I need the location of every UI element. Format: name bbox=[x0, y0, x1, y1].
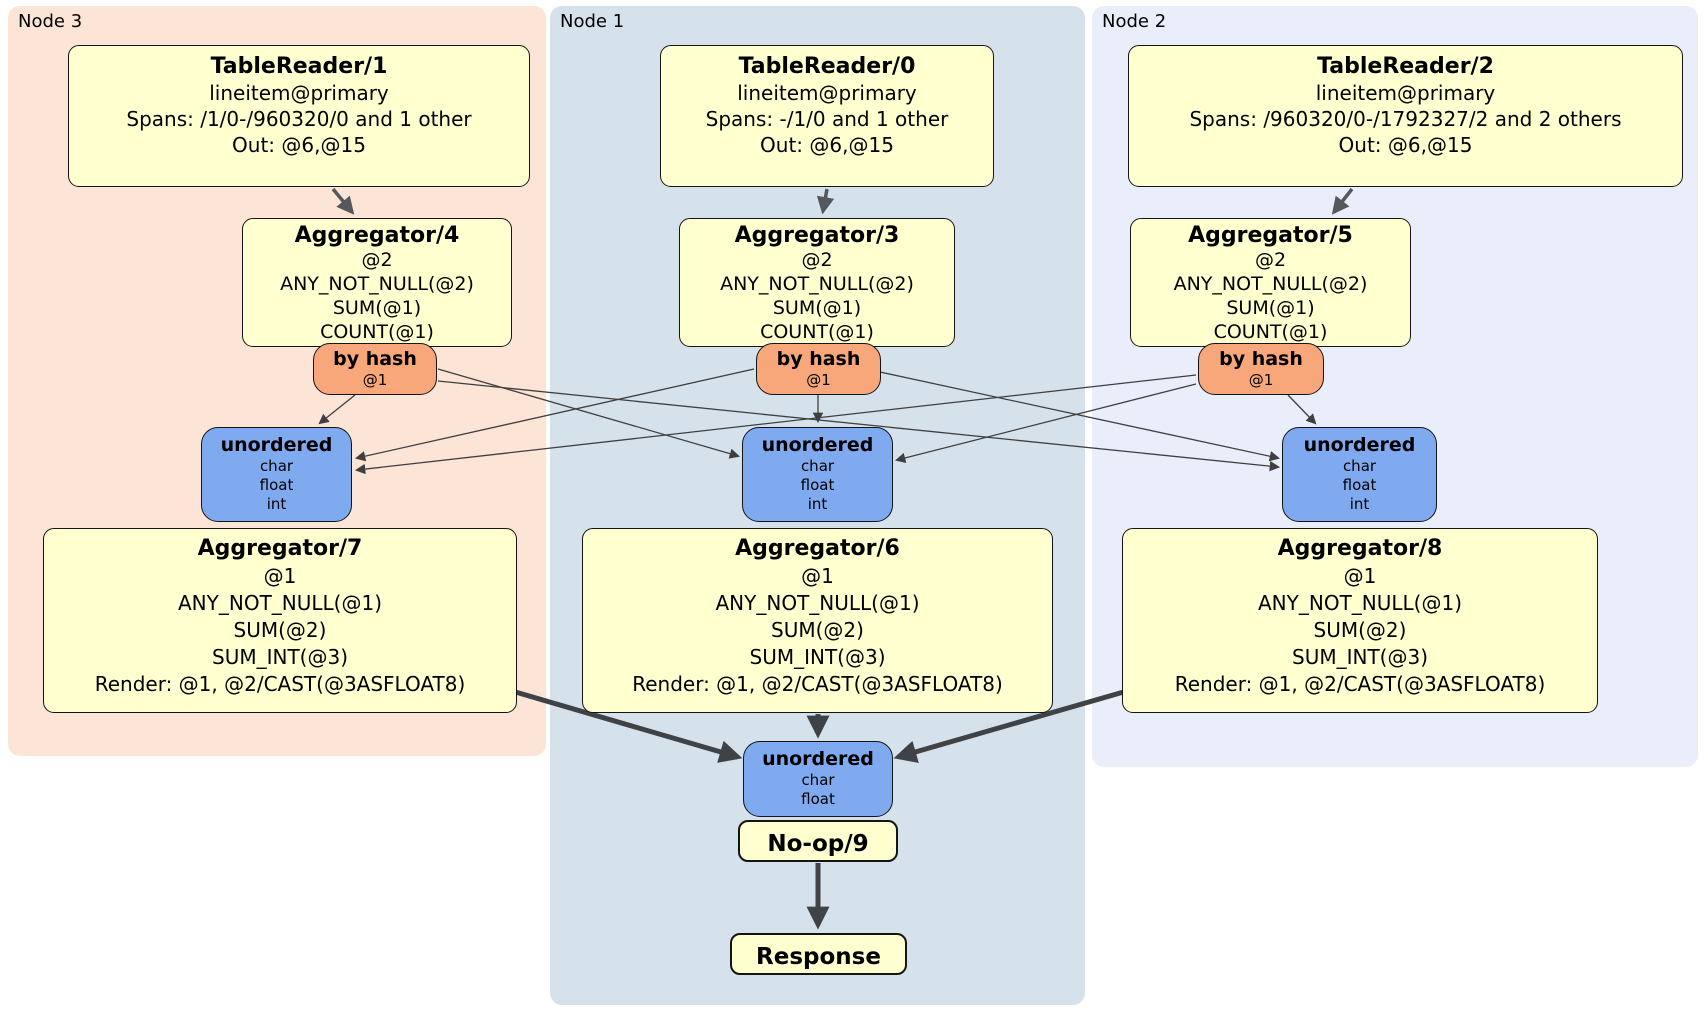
processor-title: Aggregator/8 bbox=[1277, 536, 1443, 561]
sync-type: float bbox=[801, 790, 835, 808]
router-title: by hash bbox=[1219, 348, 1303, 370]
processor-agg-fn: ANY_NOT_NULL(@1) bbox=[1258, 591, 1462, 615]
processor-render: Render: @1, @2/CAST(@3ASFLOAT8) bbox=[94, 672, 466, 696]
unordered-sync-final: unordered char float bbox=[743, 741, 893, 817]
hash-router-node3: by hash @1 bbox=[313, 343, 437, 395]
processor-title: Aggregator/4 bbox=[294, 223, 460, 248]
processor-title: Aggregator/6 bbox=[735, 536, 900, 561]
processor-agg-fn: ANY_NOT_NULL(@1) bbox=[715, 591, 920, 615]
processor-agg-fn: COUNT(@1) bbox=[760, 321, 874, 343]
processor-index: lineitem@primary bbox=[737, 81, 917, 105]
sync-title: unordered bbox=[762, 748, 874, 770]
processor-title: Response bbox=[756, 944, 881, 970]
processor-tablereader-2: TableReader/2 lineitem@primary Spans: /9… bbox=[1128, 45, 1683, 187]
processor-out: Out: @6,@15 bbox=[760, 133, 894, 157]
processor-title: TableReader/1 bbox=[210, 54, 388, 79]
tablereader-edges bbox=[331, 187, 1354, 215]
processor-title: Aggregator/3 bbox=[734, 223, 900, 248]
router-title: by hash bbox=[776, 348, 861, 370]
sync-title: unordered bbox=[220, 434, 333, 456]
processor-index: lineitem@primary bbox=[1315, 81, 1496, 105]
sync-type: int bbox=[266, 495, 287, 513]
processor-out: Out: @6,@15 bbox=[232, 133, 366, 157]
processor-aggregator-4: Aggregator/4 @2 ANY_NOT_NULL(@2) SUM(@1)… bbox=[242, 218, 512, 347]
router-title: by hash bbox=[333, 348, 417, 370]
processor-group-cols: @1 bbox=[263, 564, 297, 588]
processor-agg-fn: SUM(@1) bbox=[1226, 297, 1315, 319]
processor-spans: Spans: -/1/0 and 1 other bbox=[705, 107, 949, 131]
unordered-sync-node2: unordered char float int bbox=[1282, 427, 1437, 522]
router-columns: @1 bbox=[1248, 371, 1274, 389]
processor-title: Aggregator/7 bbox=[197, 536, 363, 561]
unordered-sync-node3: unordered char float int bbox=[201, 427, 352, 522]
sync-type: float bbox=[259, 476, 294, 494]
processor-group-cols: @1 bbox=[801, 564, 834, 588]
processor-index: lineitem@primary bbox=[209, 81, 389, 105]
sync-type: int bbox=[807, 495, 828, 513]
router-columns: @1 bbox=[806, 371, 831, 389]
sync-type: float bbox=[800, 476, 835, 494]
router-sync-edges bbox=[318, 368, 1317, 475]
processor-agg-fn: SUM(@2) bbox=[1313, 618, 1407, 642]
processor-agg-fn: ANY_NOT_NULL(@2) bbox=[1173, 273, 1368, 295]
sync-type: char bbox=[1342, 457, 1377, 475]
sync-type: int bbox=[1349, 495, 1370, 513]
sync-type: char bbox=[259, 457, 294, 475]
processor-aggregator-7: Aggregator/7 @1 ANY_NOT_NULL(@1) SUM(@2)… bbox=[43, 528, 517, 713]
processor-agg-fn: SUM(@2) bbox=[233, 618, 327, 642]
processor-title: TableReader/0 bbox=[738, 54, 916, 79]
processor-agg-fn: ANY_NOT_NULL(@2) bbox=[280, 273, 474, 295]
node2-label: Node 2 bbox=[1102, 11, 1167, 32]
processor-tablereader-0: TableReader/0 lineitem@primary Spans: -/… bbox=[660, 45, 994, 187]
processor-agg-fn: SUM(@2) bbox=[771, 618, 864, 642]
processor-group-cols: @2 bbox=[361, 249, 393, 271]
hash-router-node2: by hash @1 bbox=[1198, 343, 1324, 395]
unordered-sync-node1: unordered char float int bbox=[742, 427, 893, 522]
processor-spans: Spans: /1/0-/960320/0 and 1 other bbox=[126, 107, 472, 131]
sync-title: unordered bbox=[1303, 434, 1416, 456]
processor-agg-fn: ANY_NOT_NULL(@1) bbox=[178, 591, 382, 615]
sync-type: char bbox=[801, 771, 835, 789]
node1-label: Node 1 bbox=[560, 11, 625, 32]
processor-render: Render: @1, @2/CAST(@3ASFLOAT8) bbox=[632, 672, 1003, 696]
processor-group-cols: @2 bbox=[1254, 249, 1287, 271]
processor-agg-fn: SUM(@1) bbox=[332, 297, 422, 319]
processor-aggregator-8: Aggregator/8 @1 ANY_NOT_NULL(@1) SUM(@2)… bbox=[1122, 528, 1598, 713]
processor-noop-9: No-op/9 bbox=[738, 820, 898, 862]
processor-spans: Spans: /960320/0-/1792327/2 and 2 others bbox=[1189, 107, 1622, 131]
processor-agg-fn: SUM_INT(@3) bbox=[212, 645, 348, 669]
sync-type: char bbox=[800, 457, 835, 475]
sync-type: float bbox=[1342, 476, 1377, 494]
final-stage-edges bbox=[511, 688, 1128, 930]
processor-agg-fn: ANY_NOT_NULL(@2) bbox=[720, 273, 914, 295]
sync-title: unordered bbox=[761, 434, 874, 456]
router-columns: @1 bbox=[362, 371, 388, 389]
processor-group-cols: @2 bbox=[801, 249, 833, 271]
hash-router-node1: by hash @1 bbox=[756, 343, 881, 395]
processor-agg-fn: SUM(@1) bbox=[772, 297, 862, 319]
processor-agg-fn: COUNT(@1) bbox=[320, 321, 434, 343]
processor-agg-fn: SUM_INT(@3) bbox=[1292, 645, 1428, 669]
processor-agg-fn: COUNT(@1) bbox=[1213, 321, 1328, 343]
processor-out: Out: @6,@15 bbox=[1338, 133, 1473, 157]
node3-label: Node 3 bbox=[18, 11, 83, 32]
processor-title: Aggregator/5 bbox=[1188, 223, 1353, 248]
processor-aggregator-6: Aggregator/6 @1 ANY_NOT_NULL(@1) SUM(@2)… bbox=[582, 528, 1053, 713]
processor-group-cols: @1 bbox=[1343, 564, 1377, 588]
processor-title: TableReader/2 bbox=[1317, 54, 1494, 79]
processor-aggregator-5: Aggregator/5 @2 ANY_NOT_NULL(@2) SUM(@1)… bbox=[1130, 218, 1411, 347]
processor-title: No-op/9 bbox=[767, 831, 869, 857]
processor-tablereader-1: TableReader/1 lineitem@primary Spans: /1… bbox=[68, 45, 530, 187]
response-node: Response bbox=[730, 933, 907, 975]
processor-aggregator-3: Aggregator/3 @2 ANY_NOT_NULL(@2) SUM(@1)… bbox=[679, 218, 955, 347]
processor-render: Render: @1, @2/CAST(@3ASFLOAT8) bbox=[1174, 672, 1546, 696]
processor-agg-fn: SUM_INT(@3) bbox=[749, 645, 886, 669]
